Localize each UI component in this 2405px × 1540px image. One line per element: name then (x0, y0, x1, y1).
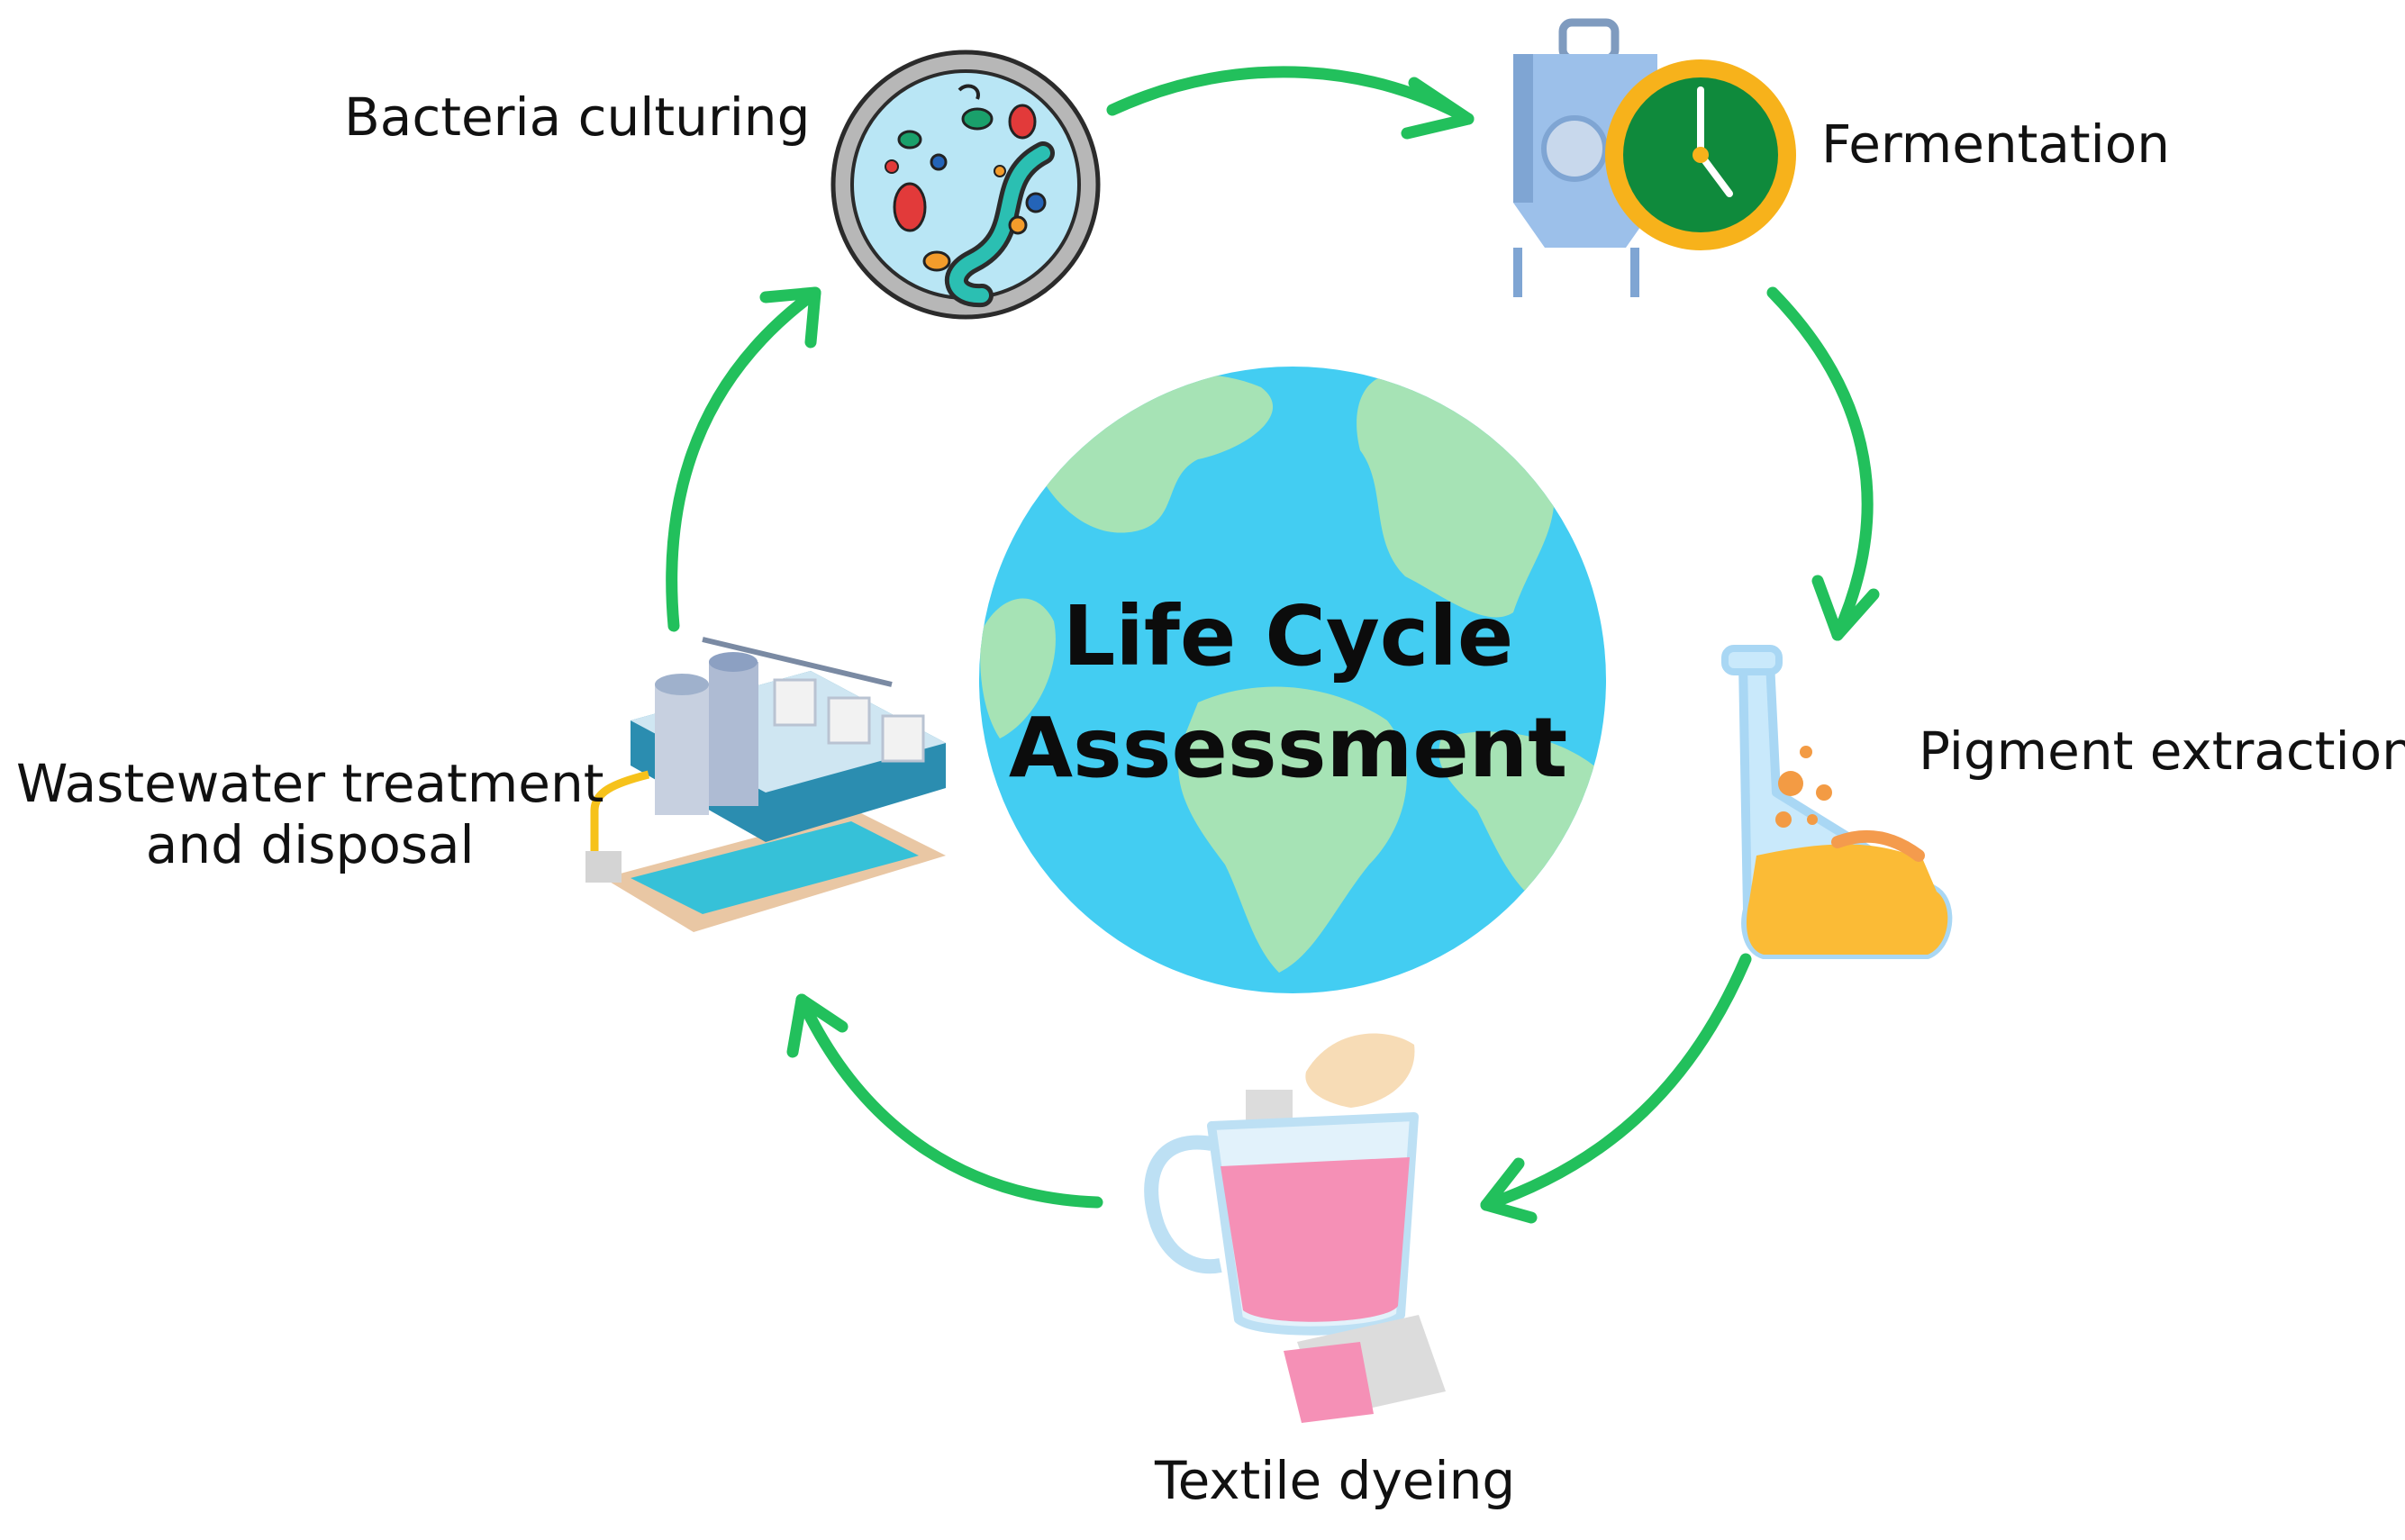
center-title-line1: Life Cycle (1062, 588, 1514, 684)
arrowhead-textile (1480, 1157, 1538, 1224)
arrowhead-bacteria (759, 286, 821, 349)
center-title: Life Cycle Assessment (982, 581, 1594, 804)
flask-icon (1721, 645, 1953, 959)
fermenter-clock-icon (1513, 18, 1796, 297)
arrow-pigment-to-textile (1480, 953, 1752, 1211)
arrowhead-wastewater (786, 993, 849, 1058)
arrowhead-fermentation (1401, 77, 1475, 140)
arrow-wastewater-to-bacteria (666, 286, 821, 632)
arrow-fermentation-to-pigment (1766, 286, 1874, 641)
label-wastewater-line1: Wastewater treatment (16, 753, 604, 814)
label-textile-dyeing: Textile dyeing (1155, 1450, 1516, 1511)
dyeing-jug-icon (1144, 1033, 1446, 1423)
arrowhead-pigment (1811, 575, 1880, 641)
label-fermentation: Fermentation (1821, 113, 2171, 175)
treatment-plant-icon (585, 637, 946, 932)
cycle-arrows (666, 66, 1880, 1224)
label-pigment-extraction: Pigment extraction (1919, 720, 2405, 782)
arrow-textile-to-wastewater (795, 993, 1103, 1209)
label-wastewater: Wastewater treatment and disposal (16, 753, 604, 876)
label-wastewater-line2: and disposal (145, 814, 475, 876)
arrow-bacteria-to-fermentation (1106, 66, 1475, 125)
petri-dish-icon (830, 50, 1101, 320)
center-title-line2: Assessment (1008, 700, 1568, 797)
label-bacteria-culturing: Bacteria culturing (344, 86, 811, 148)
